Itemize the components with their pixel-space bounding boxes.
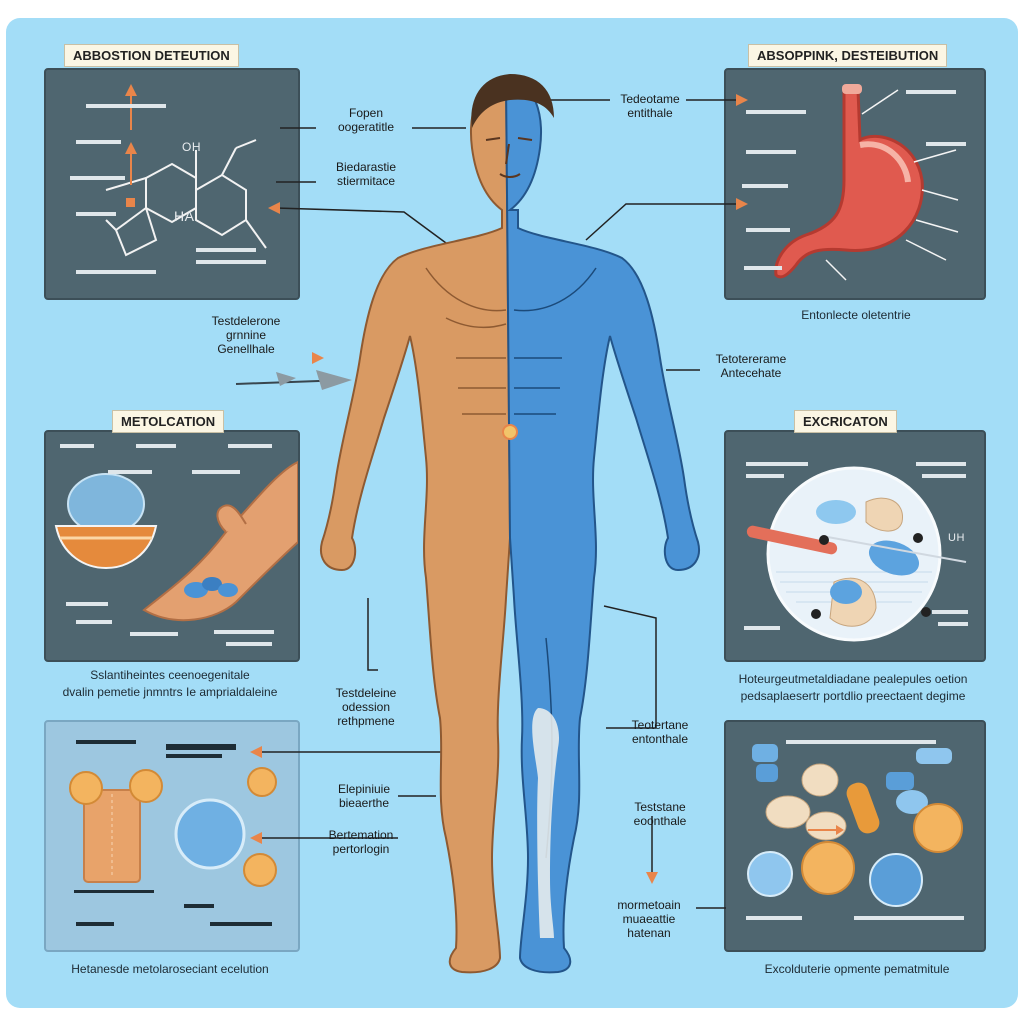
callout-top-center-a: Fopen oogeratitle — [337, 106, 395, 134]
tablets-illustration — [69, 740, 277, 926]
metolcation-caption-2: dvalin pemetie jnmntrs Ie amprialdaleine — [62, 685, 278, 699]
absorption-left-title: ABBOSTION DETEUTION — [64, 44, 239, 67]
callout-top-center-b: Biedarastie stiermitace — [335, 160, 397, 188]
callout-center-low-2: Elepiniuie bieaerthe — [337, 782, 391, 810]
infographic-poster: OH HA ABBOSTION DETEUTION — [6, 18, 1018, 1008]
callout-right-low-2: Teststane eoonthale — [633, 800, 687, 828]
uh-label: UH — [948, 532, 965, 544]
tablet-distribution-panel — [44, 720, 300, 952]
metolcation-title: METOLCATION — [112, 410, 225, 433]
chemical-structure-diagram — [70, 84, 267, 274]
callout-left-mid: Testdelerone grnnine Genellhale — [211, 314, 281, 356]
callout-right-low-3: mormetoain muaeattie hatenan — [617, 898, 681, 940]
callout-center-low: Testdeleine odession rethpmene — [335, 686, 397, 728]
metolcation-panel — [44, 430, 300, 662]
human-body-figure — [235, 74, 748, 974]
absorption-structure-panel: OH HA — [44, 68, 300, 300]
bottom-right-caption: Excolduterie opmente pematmitule — [764, 962, 950, 976]
bottom-left-caption: Hetanesde metolaroseciant ecelution — [71, 962, 269, 976]
metolcation-caption-1: Sslantiheintes ceenoegenitale — [90, 668, 250, 682]
callout-center-low-3: Bertemation pertorlogin — [328, 828, 394, 856]
stomach-illustration — [742, 84, 966, 281]
oh-label: OH — [182, 140, 201, 154]
absorption-right-title: ABSOPPINK, DESTEIBUTION — [748, 44, 948, 67]
excrication-caption-1: Hoteurgeutmetaldiadane pealepules oetion — [738, 672, 968, 686]
excretion-illustration — [744, 462, 968, 642]
ha-label: HA — [174, 208, 195, 224]
excrication-caption-2: pedsaplaesertr portdlio preectaent degim… — [740, 689, 966, 703]
pills-illustration — [746, 740, 964, 920]
absorption-stomach-panel — [724, 68, 986, 300]
callout-top-right: Tedeotame entithale — [620, 92, 680, 120]
callout-right-mid: Tetotererame Antecehate — [715, 352, 787, 380]
excrication-title: EXCRICATON — [794, 410, 897, 433]
excrication-panel: UH — [724, 430, 986, 662]
pills-panel — [724, 720, 986, 952]
stomach-caption: Entonlecte oletentrie — [801, 308, 911, 322]
capsule-hand-illustration — [54, 444, 298, 646]
callout-right-low-1: Teotertane entonthale — [631, 718, 689, 746]
